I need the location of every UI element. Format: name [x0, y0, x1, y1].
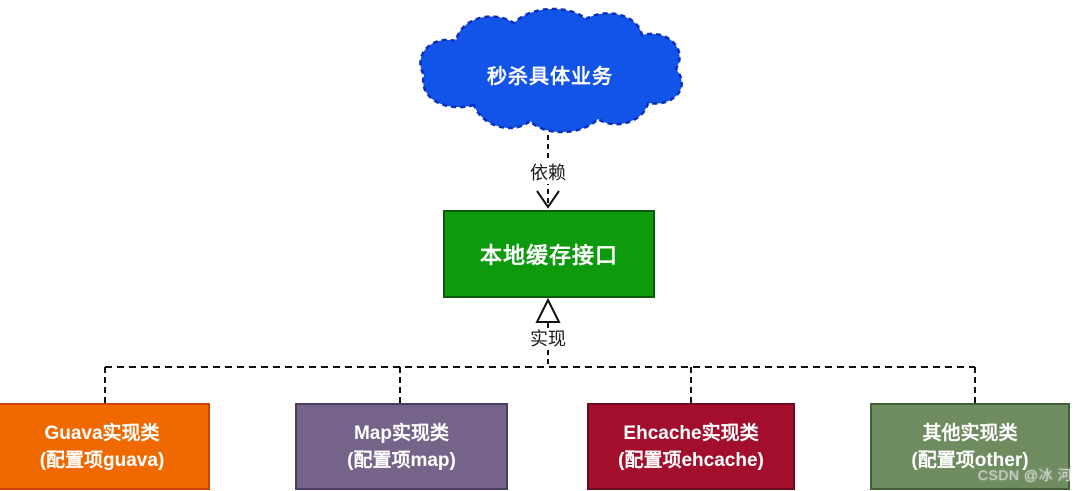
implements-arrowhead-icon: [535, 297, 561, 323]
interface-node-label: 本地缓存接口: [479, 243, 618, 268]
interface-node-local-cache: 本地缓存接口: [443, 210, 655, 298]
impl-node-map-config: (配置项map): [347, 449, 456, 471]
impl-node-ehcache: Ehcache实现类 (配置项ehcache): [587, 403, 795, 490]
dependency-edge-label: 依赖: [518, 162, 578, 184]
impl-node-other-config: (配置项other): [911, 449, 1029, 471]
impl-node-other-title: 其他实现类: [922, 422, 1018, 444]
watermark: CSDN @冰 河: [977, 467, 1072, 483]
impl-node-ehcache-config: (配置项ehcache): [618, 449, 764, 471]
dependency-arrowhead-icon: [536, 190, 560, 209]
impl-node-guava-config: (配置项guava): [39, 449, 165, 471]
impl-node-ehcache-title: Ehcache实现类: [623, 422, 759, 444]
impl-node-other: 其他实现类 (配置项other): [870, 403, 1070, 490]
impl-node-map-title: Map实现类: [353, 422, 449, 444]
cloud-node-label: 秒杀具体业务: [487, 66, 613, 88]
impl-node-guava-title: Guava实现类: [44, 422, 160, 444]
implements-edge-label: 实现: [518, 328, 578, 350]
impl-node-map: Map实现类 (配置项map): [295, 403, 508, 490]
impl-node-guava: Guava实现类 (配置项guava): [0, 403, 210, 490]
